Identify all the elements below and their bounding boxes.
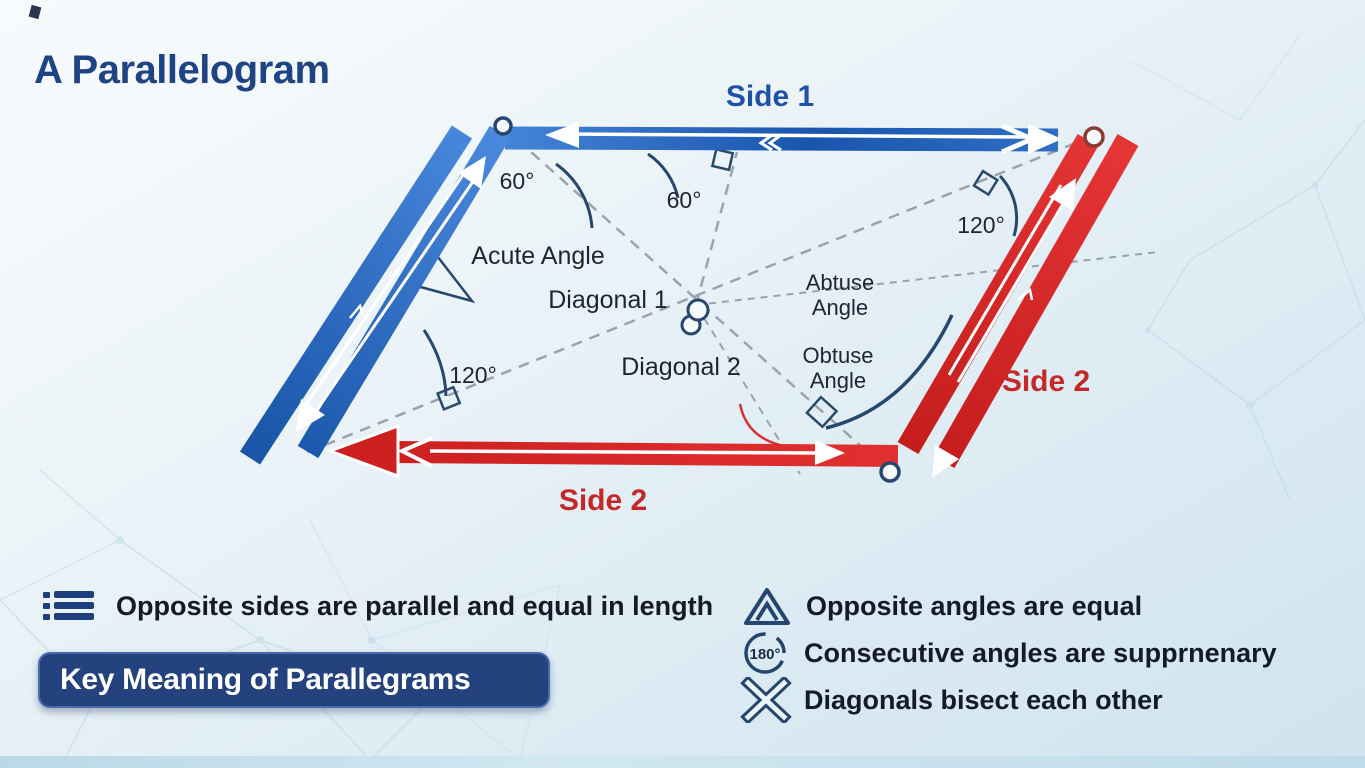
right-band-glyph bbox=[1017, 287, 1034, 301]
vertex-top-left bbox=[493, 116, 513, 136]
right-arrowhead-up bbox=[1049, 178, 1076, 211]
angle-60-top-mid: 60° bbox=[666, 187, 702, 213]
key-meaning-box: Key Meaning of Parallegrams bbox=[38, 652, 550, 708]
side2-bottom-label: Side 2 bbox=[558, 484, 648, 517]
diagonal2-label: Diagonal 2 bbox=[621, 353, 741, 381]
right-arrowhead-down bbox=[932, 445, 959, 478]
angle-180-icon: 180° bbox=[744, 632, 786, 674]
vertex-top-right bbox=[1083, 126, 1105, 148]
legend-text-sides: Opposite sides are parallel and equal in… bbox=[116, 590, 714, 621]
list-icon bbox=[43, 591, 94, 620]
side1-arrowhead-right-2 bbox=[1001, 123, 1039, 155]
bottom-arrowhead-right bbox=[815, 440, 845, 465]
side2-right-label: Side 2 bbox=[1001, 365, 1091, 398]
obtuse-angle-label: Obtuse Angle bbox=[802, 343, 874, 394]
abtuse-angle-label: Abtuse Angle bbox=[805, 270, 875, 321]
legend-item-opposite-angles: Opposite angles are equal bbox=[742, 586, 1142, 626]
acute-arc-2 bbox=[647, 152, 680, 199]
triangle-icon bbox=[744, 588, 790, 625]
arc-120-top-right bbox=[998, 174, 1019, 237]
legend-text-opposite-angles: Opposite angles are equal bbox=[806, 590, 1143, 621]
diagonal1-label: Diagonal 1 bbox=[548, 286, 668, 314]
side1-band bbox=[504, 122, 1062, 155]
side1-label: Side 1 bbox=[725, 80, 815, 113]
acute-pointer bbox=[405, 251, 476, 304]
bottom-arrowhead-left bbox=[325, 423, 400, 479]
right-side-band bbox=[897, 133, 1139, 478]
side1-arrowhead-left bbox=[545, 122, 579, 148]
key-meaning-label: Key Meaning of Parallegrams bbox=[60, 663, 471, 696]
diagonal-2-line bbox=[299, 134, 1094, 457]
acute-angle-label: Acute Angle bbox=[471, 242, 605, 270]
angle-180-icon-text: 180° bbox=[749, 646, 780, 663]
acute-arc-1 bbox=[555, 162, 594, 229]
page-title: A Parallelogram bbox=[34, 48, 330, 92]
center-circle-1 bbox=[686, 298, 710, 322]
diagonal-1-line bbox=[502, 126, 891, 473]
side1-arrowhead-right bbox=[1028, 124, 1062, 154]
vertex-bottom-right bbox=[879, 461, 901, 483]
angle-60-top-left: 60° bbox=[499, 168, 535, 194]
angle-120-top-right: 120° bbox=[957, 212, 1005, 238]
cross-icon bbox=[740, 677, 792, 723]
angle-120-bottom-left: 120° bbox=[449, 362, 497, 388]
side2-bottom-band bbox=[325, 423, 899, 479]
center-ray-right bbox=[695, 251, 1159, 306]
left-band-glyph bbox=[349, 303, 365, 319]
left-arrowhead-up bbox=[458, 156, 486, 189]
center-ray-up bbox=[694, 151, 739, 306]
left-arrowhead-down bbox=[296, 399, 325, 432]
legend-text-consecutive: Consecutive angles are supprnenary bbox=[804, 637, 1277, 668]
vertex-markers bbox=[493, 116, 1105, 483]
arc-120-bottom-left bbox=[422, 329, 448, 397]
bottom-inner-chevron-left bbox=[397, 436, 433, 468]
obtuse-arc-red bbox=[738, 403, 799, 450]
side1-mid-glyph bbox=[758, 133, 782, 152]
legend-item-sides: Opposite sides are parallel and equal in… bbox=[40, 586, 713, 626]
legend-item-diagonals: Diagonals bisect each other bbox=[740, 677, 1163, 723]
legend-text-diagonals: Diagonals bisect each other bbox=[804, 684, 1163, 715]
legend-item-consecutive: 180° Consecutive angles are supprnenary bbox=[740, 631, 1277, 675]
bottom-edge-strip bbox=[0, 756, 1365, 768]
left-side-band bbox=[239, 125, 511, 465]
obtuse-arc bbox=[825, 314, 954, 430]
